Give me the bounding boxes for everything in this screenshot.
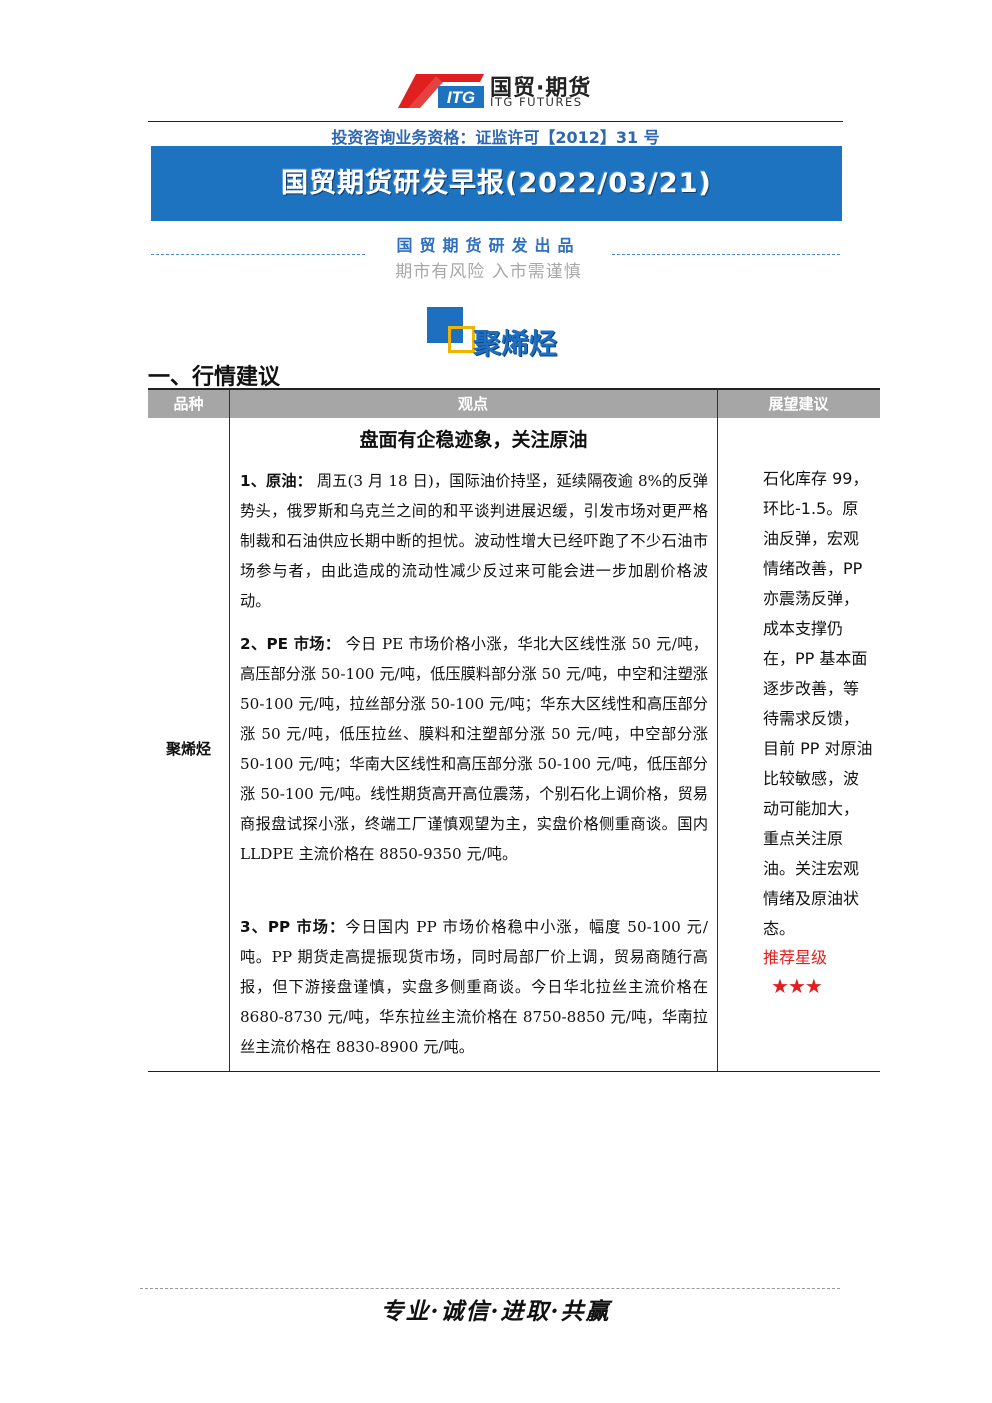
risk-notice: 期市有风险 入市需谨慎 — [395, 262, 582, 282]
paragraph-label: 1、原油： — [240, 472, 312, 490]
section-square-icon — [427, 307, 463, 343]
dashed-divider-left — [151, 254, 365, 255]
view-paragraph-pe-market: 2、PE 市场： 今日 PE 市场价格小涨，华北大区线性涨 50 元/吨，高压部… — [240, 629, 708, 869]
header-outlook: 展望建议 — [768, 395, 829, 413]
section-outline-square-icon — [448, 326, 475, 353]
table-column-divider — [717, 390, 718, 1072]
outlook-text: 石化库存 99，环比-1.5。原油反弹，宏观情绪改善，PP 亦震荡反弹，成本支撑… — [763, 469, 873, 938]
footer-divider — [140, 1288, 840, 1289]
table-top-rule — [148, 388, 880, 390]
logo-text: ITG — [447, 88, 475, 107]
paragraph-label: 3、PP 市场： — [240, 918, 346, 936]
section-title: 聚烯烃 — [473, 327, 558, 360]
variety-cell: 聚烯烃 — [165, 740, 211, 758]
view-paragraph-pp-market: 3、PP 市场：今日国内 PP 市场价格稳中小涨，幅度 50-100 元/吨。P… — [240, 912, 708, 1062]
header-variety: 品种 — [173, 395, 204, 413]
table-column-divider — [229, 390, 230, 1072]
logo-name-en: ITG FUTURES — [490, 95, 583, 109]
title-banner: 国贸期货研发早报(2022/03/21) — [151, 146, 842, 221]
itg-logo-icon: ITG — [398, 74, 484, 108]
producer-text: 国贸期货研发出品 — [396, 236, 581, 255]
header-view: 观点 — [457, 395, 488, 413]
view-paragraph-crude-oil: 1、原油： 周五(3 月 18 日)，国际油价持坚，延续隔夜逾 8%的反弹势头，… — [240, 466, 708, 616]
paragraph-text: 今日国内 PP 市场价格稳中小涨，幅度 50-100 元/吨。PP 期货走高提振… — [240, 918, 709, 1056]
report-title: 国贸期货研发早报(2022/03/21) — [281, 168, 712, 199]
footer-slogan: 专业·诚信·进取·共赢 — [380, 1298, 611, 1325]
license-text: 投资咨询业务资格：证监许可【2012】31 号 — [331, 128, 660, 147]
dashed-divider-right — [612, 254, 840, 255]
logo-name-cn: 国贸·期货 — [490, 76, 592, 101]
paragraph-text: 今日 PE 市场价格小涨，华北大区线性涨 50 元/吨，高压部分涨 50-100… — [240, 635, 708, 863]
paragraph-text: 周五(3 月 18 日)，国际油价持坚，延续隔夜逾 8%的反弹势头，俄罗斯和乌克… — [240, 472, 708, 610]
subsection-heading: 一、行情建议 — [148, 365, 281, 390]
company-logo: ITG 国贸·期货 ITG FUTURES — [398, 68, 598, 112]
table-bottom-rule — [148, 1071, 880, 1072]
table-header-row: 品种 观点 展望建议 — [148, 390, 880, 418]
rating-stars-icon: ★★★ — [771, 974, 823, 998]
paragraph-label: 2、PE 市场： — [240, 635, 341, 653]
view-headline: 盘面有企稳迹象，关注原油 — [359, 429, 588, 451]
rating-label: 推荐星级 — [763, 948, 828, 967]
header-rule — [148, 121, 843, 122]
